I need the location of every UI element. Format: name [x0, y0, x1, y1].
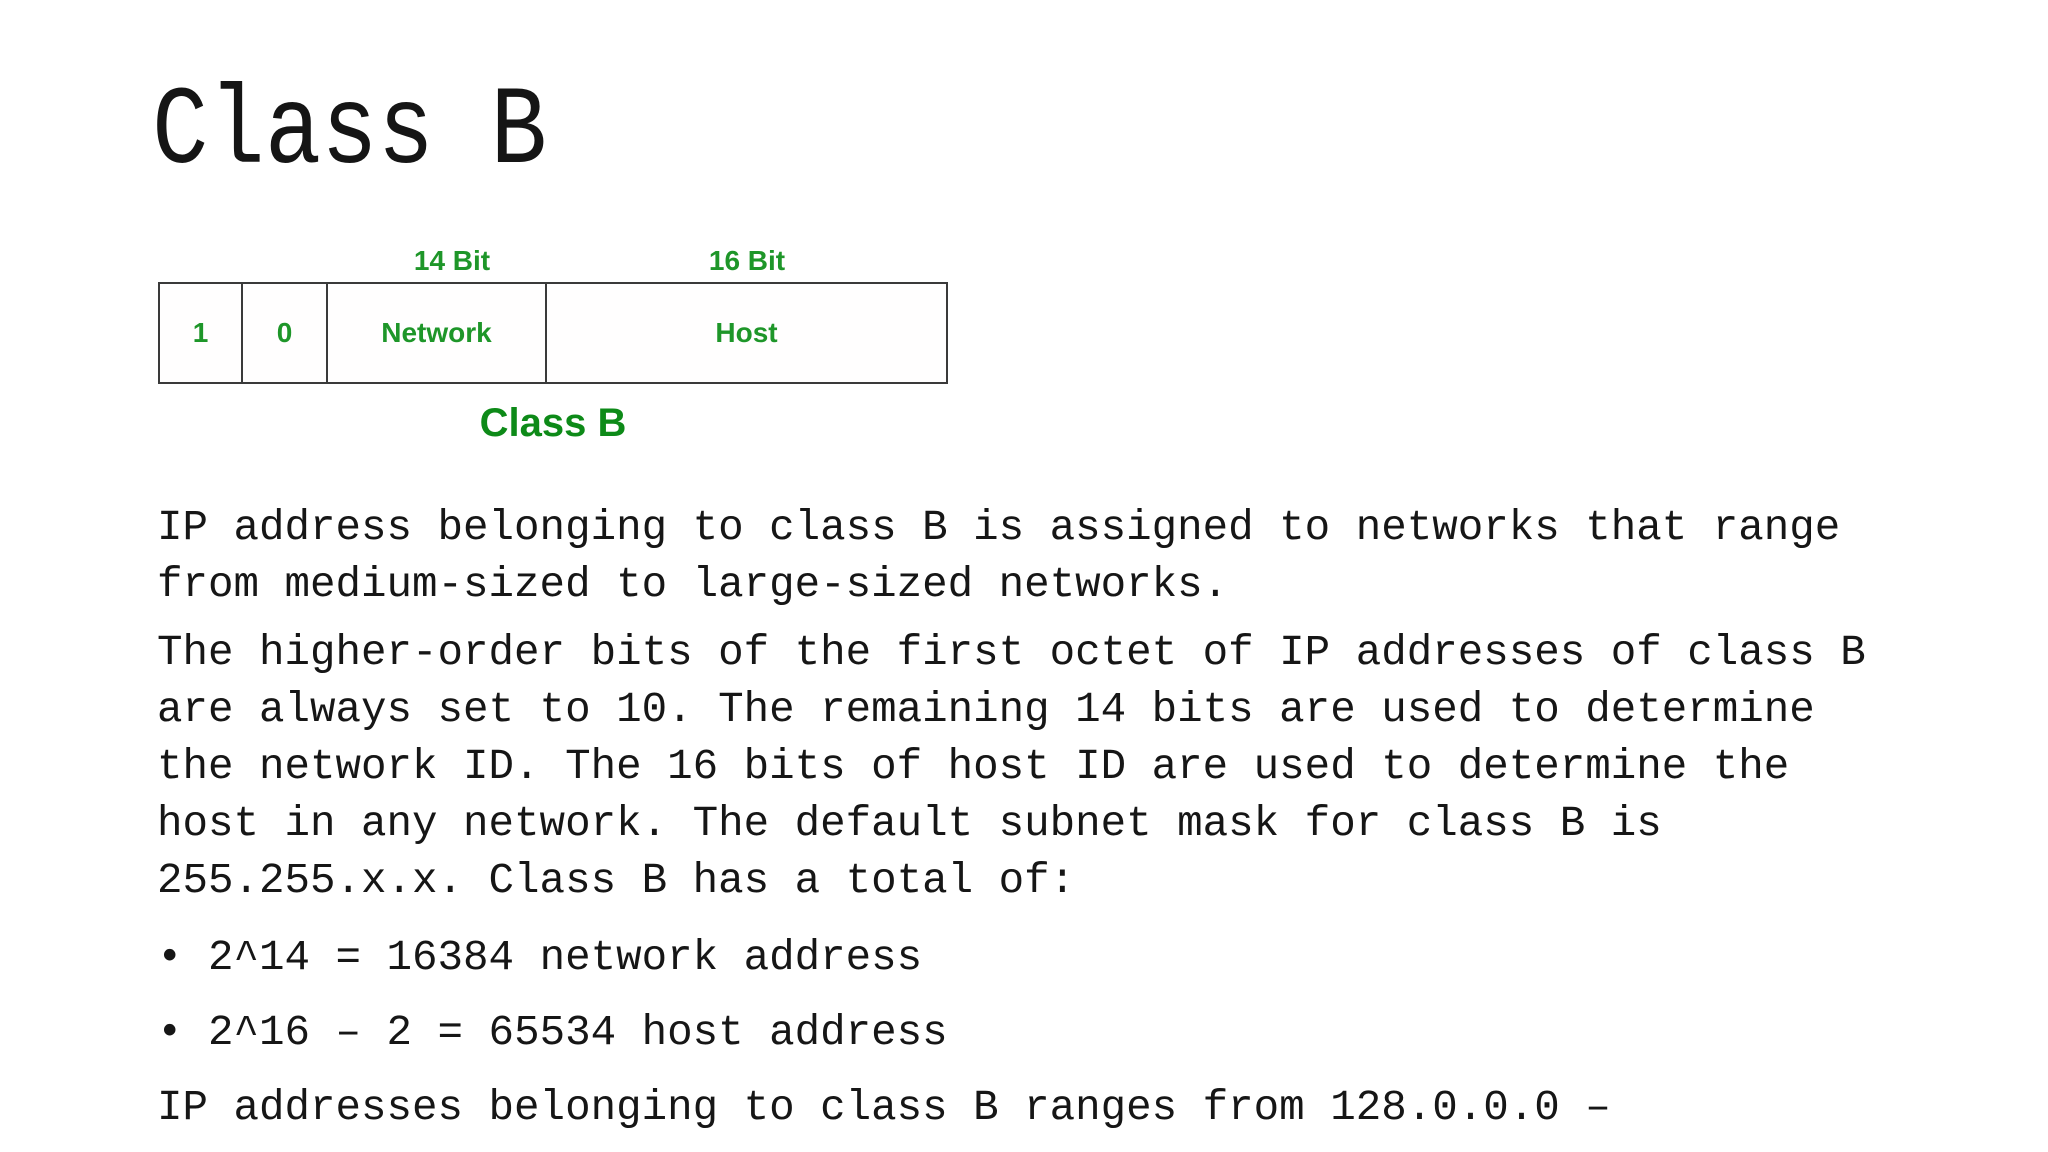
bullet-icon: • — [157, 934, 183, 982]
paragraph-intro: IP address belonging to class B is assig… — [157, 504, 1841, 609]
bit-count-label-network: 14 Bit — [413, 245, 491, 276]
bullet-network-count: • 2^14 = 16384 network address — [157, 930, 1904, 987]
diagram-caption: Class B — [479, 401, 627, 445]
article-body: IP address belonging to class B is assig… — [157, 500, 1904, 1137]
cell-network: Network — [328, 284, 547, 382]
bullet-host-count-text: 2^16 – 2 = 65534 host address — [208, 1009, 948, 1057]
cell-host: Host — [715, 317, 778, 348]
bullet-host-count: • 2^16 – 2 = 65534 host address — [157, 1005, 1904, 1062]
cell-bit-0: 0 — [243, 284, 328, 382]
page-title: Class B — [152, 70, 547, 196]
paragraph-range: IP addresses belonging to class B ranges… — [157, 1084, 1611, 1132]
paragraph-details: The higher-order bits of the first octet… — [157, 629, 1866, 905]
bit-count-label-host: 16 Bit — [708, 245, 786, 276]
bullet-icon: • — [157, 1009, 183, 1057]
bullet-network-count-text: 2^14 = 16384 network address — [208, 934, 923, 982]
address-structure-box: 1 0 Network Host — [158, 282, 948, 384]
cell-bit-1: 1 — [160, 284, 243, 382]
